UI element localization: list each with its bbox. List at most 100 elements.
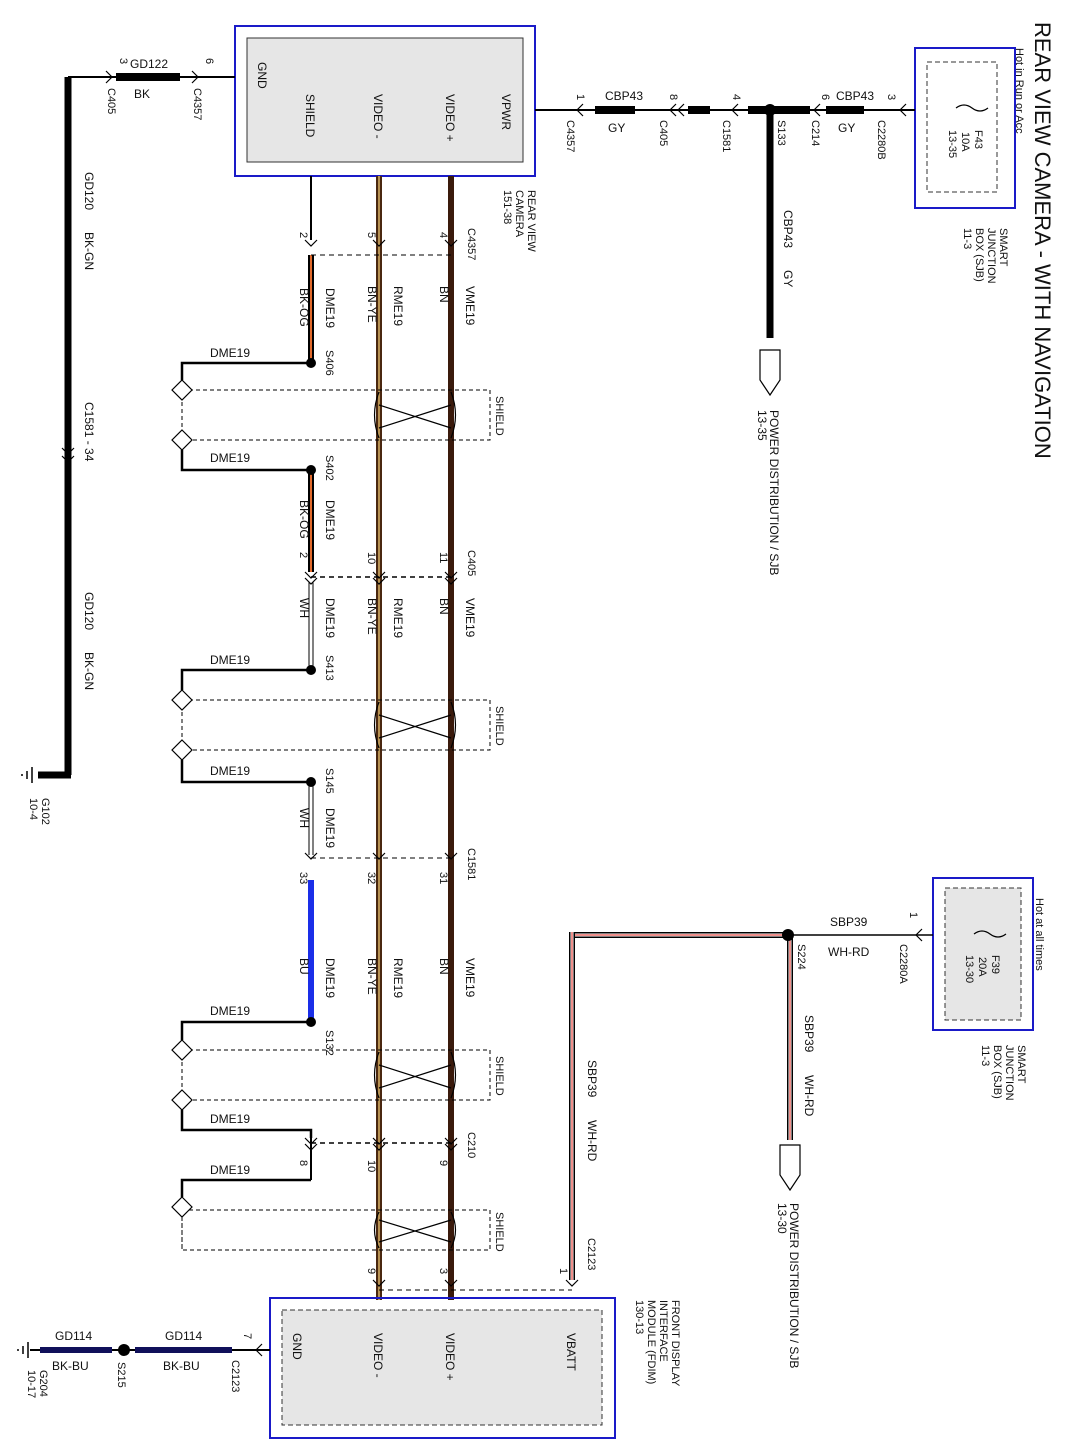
ground-bottom-color-label-1: BK-BU [52,1359,89,1373]
sjb-top-module: F43 10A 13-35 Hot in Run or Acc SMART JU… [914,47,1025,284]
fuse-f43-symbol [955,104,989,112]
video-c405-label: C405 [465,550,477,576]
ground-top-run-color-1: BK-GN [82,232,96,270]
drain-shield-label-4: DME19 [210,764,250,778]
drain-circuit-seg3: DME19 [323,598,337,638]
camera-pin-video-plus: VIDEO + [443,94,457,142]
c4357-gnd-connector-symbol [191,70,199,84]
drain-color-seg2: BK-OG [297,500,311,539]
splice-s406-label: S406 [323,350,335,376]
splice-s215-dot [118,1344,130,1356]
splice-s132-label: S132 [323,1030,335,1056]
power-distribution-bottom-arrow-icon [779,1144,801,1192]
pin-c405-vminus: 10 [365,552,377,564]
vplus-color-1: BN [437,286,451,303]
splice-s402-dot [306,465,316,475]
vminus-circuit-2: RME19 [391,598,405,638]
power-c405-connector-symbol [669,103,685,117]
c405-connector-symbol [105,70,113,84]
ground-g102-label: G102 [39,798,51,825]
power-bottom-circuit-label: SBP39 [830,915,868,929]
power-top-conn8: C405 [657,120,669,146]
ground-bottom-circuit-label-2: GD114 [165,1329,202,1343]
fdim-name-line4: 130-13 [633,1300,645,1334]
camera-pin-vpwr: VPWR [499,94,513,130]
ground-top-pin-c4357: 6 [203,58,215,64]
camera-name-line1: REAR VIEW [525,190,537,252]
power-top-color-label-1: GY [608,121,625,135]
power-top-circuit-label-2: CBP43 [836,89,874,103]
power-bottom-run-color: WH-RD [585,1120,599,1162]
shield-label-1: SHIELD [493,396,505,436]
sjb-top-fuse-line3: 13-35 [946,130,958,158]
ground-top-conn-c405: C405 [105,88,117,114]
ground-g204-icon [17,1342,29,1358]
vplus-circuit-1: VME19 [463,286,477,326]
ground-top-run-circuit-1: GD120 [82,172,96,210]
drain-color-seg1: BK-OG [297,288,311,327]
sjb-top-fuse-line1: F43 [972,130,984,149]
drain-color-seg5: BU [297,958,311,975]
sjb-bottom-fuse-line1: F39 [989,955,1001,974]
power-c2280b-connector-symbol [899,103,907,117]
splice-s145-dot [306,777,316,787]
vplus-color-2: BN [437,598,451,615]
ground-bottom-circuit: GD114 BK-BU GD114 BK-BU 7 C2123 S215 G20… [17,1329,270,1398]
power-top-circuit-label-1: CBP43 [605,89,643,103]
power-bottom-branch-circuit: SBP39 [802,1015,816,1053]
power-distribution-top-arrow-icon [759,349,781,397]
sjb-bottom-hot-label: Hot at all times [1033,898,1045,971]
fdim-pin-video-plus: VIDEO + [443,1333,457,1381]
ground-top-pin-c405: 3 [117,58,129,64]
camera-pin-gnd: GND [255,62,269,89]
splice-s132-dot [306,1017,316,1027]
power-bottom-branch-color: WH-RD [802,1075,816,1117]
power-top-conn4: C1581 [720,120,732,152]
pin-c405-shield: 2 [297,552,309,558]
ground-bottom-circuit-label-1: GD114 [55,1329,92,1343]
drain-shield-label-5: DME19 [210,1004,250,1018]
fdim-pin-video-minus: VIDEO - [371,1333,385,1378]
ground-top-circuit-label: GD122 [130,57,168,71]
sjb-bottom-fuse-line3: 13-30 [963,955,975,983]
vplus-circuit-2: VME19 [463,598,477,638]
power-top-pin8: 8 [667,94,679,100]
vminus-color-2: BN-YE [365,598,379,635]
camera-pin-shield: SHIELD [303,94,317,138]
pin-c1581-vplus: 31 [437,872,449,884]
power-distribution-top-page: 13-35 [755,410,769,441]
power-distribution-top-label: POWER DISTRIBUTION / SJB [767,410,781,575]
power-top-branch-color: GY [781,270,795,287]
ground-bottom-splice: S215 [115,1362,127,1388]
drain-shield-label-1: DME19 [210,346,250,360]
power-top-pin3: 3 [885,94,897,100]
pin-top-vminus: 5 [365,232,377,238]
ground-c2123-connector-symbol [255,1343,263,1357]
splice-s413-dot [306,665,316,675]
ground-bottom-pin: 7 [241,1333,253,1339]
power-bottom-splice: S224 [795,944,807,970]
pin-fdim-vplus: 3 [437,1268,449,1274]
pin-c405-vplus: 11 [437,552,449,563]
vminus-color-1: BN-YE [365,286,379,323]
vplus-circuit-3: VME19 [463,958,477,998]
power-top-circuit: CBP43 GY CBP43 GY 1 C4357 8 C405 4 C1581… [535,89,915,575]
drain-shield-label-3: DME19 [210,653,250,667]
power-bottom-pin1: 1 [907,912,919,918]
power-top-conn6: C214 [809,120,821,146]
ground-bottom-color-label-2: BK-BU [163,1359,200,1373]
power-bottom-conn1: C2280A [897,944,909,984]
video-c1581-label: C1581 [465,848,477,880]
power-top-branch-circuit: CBP43 [781,210,795,248]
splice-s402-label: S402 [323,455,335,481]
sjb-top-hot-label: Hot in Run or Acc [1013,48,1025,134]
video-c210-label: C210 [465,1132,477,1158]
sjb-bottom-name-line2: JUNCTION [1003,1045,1015,1101]
power-bottom-fdim-pin: 1 [557,1268,569,1274]
sjb-top-name-line4: 11-3 [961,228,973,249]
sjb-bottom-name-line4: 11-3 [979,1045,991,1066]
shield-zone-2 [171,668,491,784]
vminus-circuit-3: RME19 [391,958,405,998]
drain-shield-label-2: DME19 [210,451,250,465]
sjb-bottom-name-line1: SMART [1015,1045,1027,1084]
